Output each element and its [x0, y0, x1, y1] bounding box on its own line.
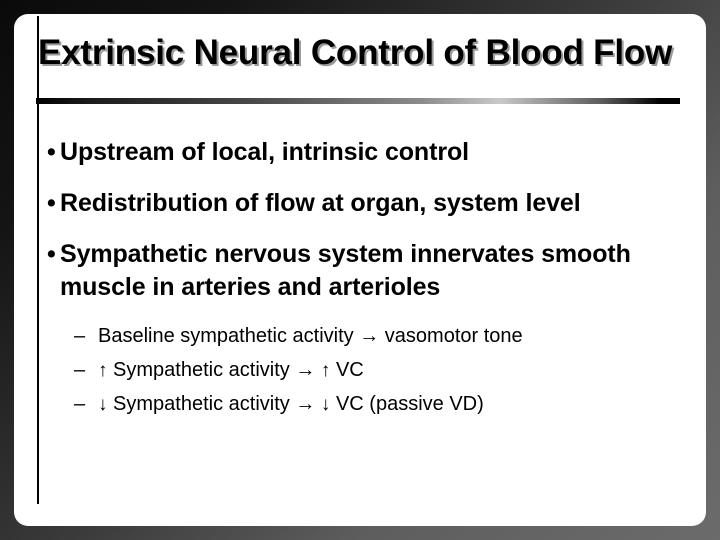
sub-bullet-item: – ↓ Sympathetic activity → ↓ VC (passive… [74, 390, 698, 419]
arrow-right-icon: → [359, 325, 380, 347]
arrow-up-icon: ↑ [98, 360, 108, 381]
slide-canvas: Extrinsic Neural Control of Blood Flow •… [14, 14, 706, 526]
title-divider-rule [36, 98, 680, 104]
title-area: Extrinsic Neural Control of Blood Flow [38, 32, 688, 98]
left-vertical-rule [37, 16, 39, 504]
bullet-text: Sympathetic nervous system innervates sm… [60, 240, 631, 301]
arrow-down-icon: ↓ [320, 394, 331, 415]
bullet-marker-icon: • [47, 138, 56, 166]
arrow-right-icon: → [295, 359, 316, 381]
slide-body: • Upstream of local, intrinsic control •… [38, 136, 698, 424]
sub-bullet-text: ↓ Sympathetic activity → ↓ VC (passive V… [98, 390, 484, 419]
sub-bullet-segment: Sympathetic activity [107, 359, 296, 381]
sub-bullet-segment: VC (passive VD) [330, 393, 484, 415]
bullet-item: • Upstream of local, intrinsic control [38, 136, 698, 169]
bullet-item: • Redistribution of flow at organ, syste… [38, 187, 698, 220]
sub-bullet-segment: Sympathetic activity [107, 393, 296, 415]
sub-bullet-list: – Baseline sympathetic activity → vasomo… [74, 322, 698, 419]
bullet-text: Upstream of local, intrinsic control [60, 138, 469, 166]
sub-bullet-text: Baseline sympathetic activity → vasomoto… [98, 322, 523, 351]
arrow-right-icon: → [295, 393, 316, 415]
sub-bullet-item: – Baseline sympathetic activity → vasomo… [74, 322, 698, 351]
sub-bullet-segment: Baseline sympathetic activity [98, 325, 360, 347]
arrow-down-icon: ↓ [98, 394, 108, 415]
arrow-up-icon: ↑ [320, 360, 331, 381]
slide-title: Extrinsic Neural Control of Blood Flow [38, 33, 673, 72]
sub-bullet-item: – ↑ Sympathetic activity → ↑ VC [74, 356, 698, 385]
dash-marker-icon: – [74, 359, 86, 381]
sub-bullet-text: ↑ Sympathetic activity → ↑ VC [98, 356, 364, 385]
dash-marker-icon: – [74, 325, 86, 347]
bullet-item: • Sympathetic nervous system innervates … [38, 238, 698, 304]
bullet-marker-icon: • [47, 240, 56, 268]
dash-marker-icon: – [74, 393, 86, 415]
sub-bullet-segment: VC [330, 359, 364, 381]
sub-bullet-segment: vasomotor tone [379, 325, 523, 347]
bullet-marker-icon: • [47, 189, 56, 217]
bullet-text: Redistribution of flow at organ, system … [60, 189, 581, 217]
